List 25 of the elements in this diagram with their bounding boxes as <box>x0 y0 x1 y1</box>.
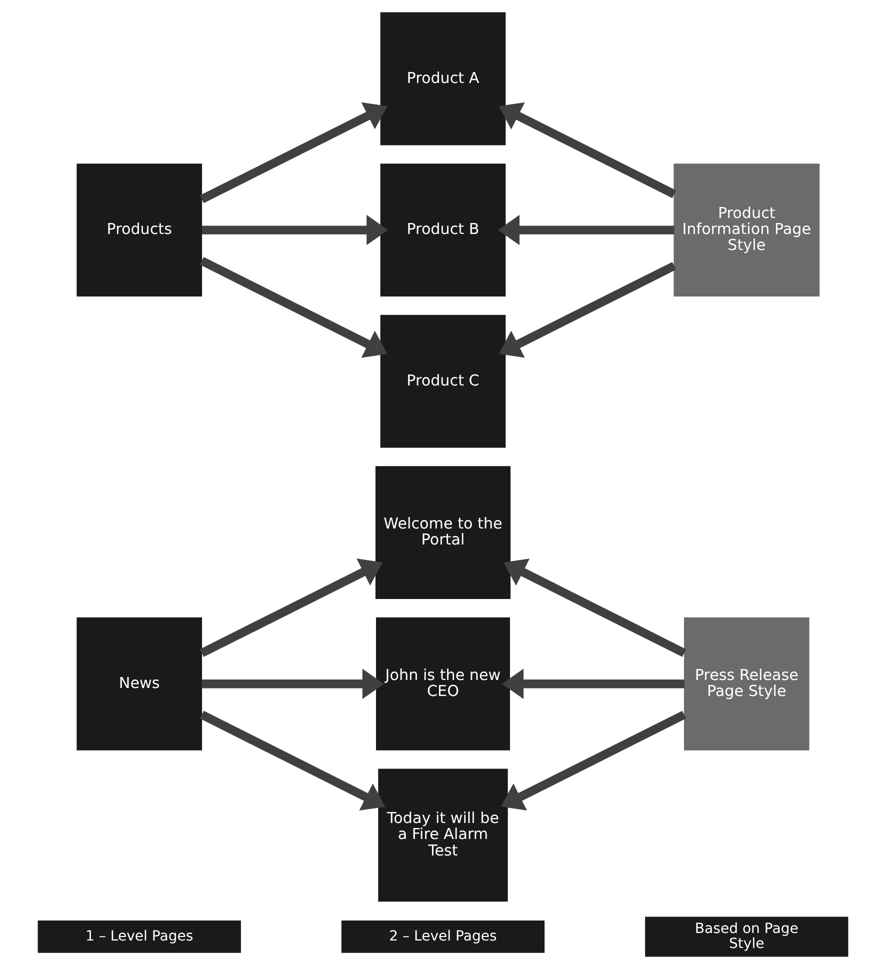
node-box: 1 – Level Pages <box>38 920 241 953</box>
node-box: 2 – Level Pages <box>341 920 545 953</box>
arrow <box>202 214 388 246</box>
node-box: Product B <box>380 164 506 296</box>
arrow <box>200 102 388 204</box>
node-box: Product Information Page Style <box>674 164 820 296</box>
arrow <box>200 710 386 811</box>
arrow <box>500 710 686 810</box>
arrow <box>200 558 383 657</box>
arrow <box>498 102 676 198</box>
arrow <box>502 668 684 699</box>
node-box: Welcome to the Portal <box>375 466 511 600</box>
node-box: Product A <box>380 12 506 146</box>
node-box: News <box>76 617 202 750</box>
node-box: Based on Page Style <box>645 916 848 957</box>
node-box: Product C <box>380 314 506 448</box>
node-box: Products <box>76 164 202 296</box>
node-box: Today it will be a Fire Alarm Test <box>378 768 508 902</box>
arrow <box>498 214 674 246</box>
node-box: Press Release Page Style <box>684 617 810 750</box>
arrow <box>202 668 384 699</box>
arrow <box>504 558 686 657</box>
arrow <box>200 256 388 358</box>
arrow <box>498 262 676 358</box>
node-box: John is the new CEO <box>376 617 510 750</box>
